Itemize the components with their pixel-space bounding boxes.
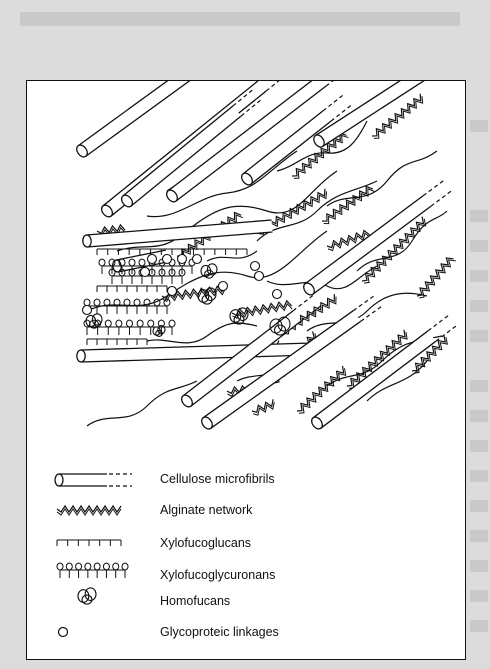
cellulose-rod-layer bbox=[74, 81, 456, 431]
legend-label-homofucans: Homofucans bbox=[160, 594, 230, 608]
legend-label-cellulose: Cellulose microfibrils bbox=[160, 472, 275, 486]
alginate-chain-second-strand bbox=[324, 189, 375, 224]
glycoprotein-linkage bbox=[168, 287, 177, 296]
glycoprotein-linkage bbox=[193, 255, 202, 264]
legend-label-alginate: Alginate network bbox=[160, 503, 252, 517]
glycoprotein-linkage bbox=[255, 272, 264, 281]
cellulose-microfibril bbox=[77, 343, 313, 362]
glycoprotein-linkage bbox=[141, 268, 150, 277]
legend-label-xylofucoglucans: Xylofucoglucans bbox=[160, 536, 251, 550]
homofucan-coil bbox=[201, 264, 217, 278]
glycoprotein-linkage bbox=[83, 306, 92, 315]
fucan-chain bbox=[307, 293, 427, 331]
cellulose-microfibril bbox=[82, 220, 272, 247]
cellulose-microfibril bbox=[312, 81, 453, 149]
glycoprotein-linkage bbox=[251, 262, 260, 271]
xylofucoglucan-chain bbox=[87, 339, 147, 345]
comb-down-icon bbox=[57, 540, 121, 546]
coil-cluster-icon bbox=[78, 588, 96, 604]
glycoprotein-linkage bbox=[163, 255, 172, 264]
loop-chain-icon bbox=[57, 563, 128, 578]
cylinder-icon bbox=[55, 474, 132, 486]
fucan-chain bbox=[87, 381, 197, 426]
glycoprotein-linkage bbox=[219, 282, 228, 291]
legend-label-glycoprotein: Glycoproteic linkages bbox=[160, 625, 279, 639]
glycoprotein-linkage bbox=[178, 255, 187, 264]
small-circle-icon bbox=[59, 628, 68, 637]
glycoprotein-linkage bbox=[273, 290, 282, 299]
figure-panel: Cellulose microfibrils Alginate network … bbox=[26, 80, 466, 660]
wavy-double-line-icon-second-strand bbox=[57, 509, 121, 515]
fucan-chain bbox=[257, 181, 377, 241]
glycoprotein-linkage bbox=[148, 255, 157, 264]
legend-label-xylofucoglycuronans: Xylofucoglycuronans bbox=[160, 568, 275, 582]
xylofucoglucan-chain bbox=[97, 286, 167, 292]
legend-symbols bbox=[55, 474, 132, 637]
alginate-chain-second-strand bbox=[419, 260, 455, 298]
